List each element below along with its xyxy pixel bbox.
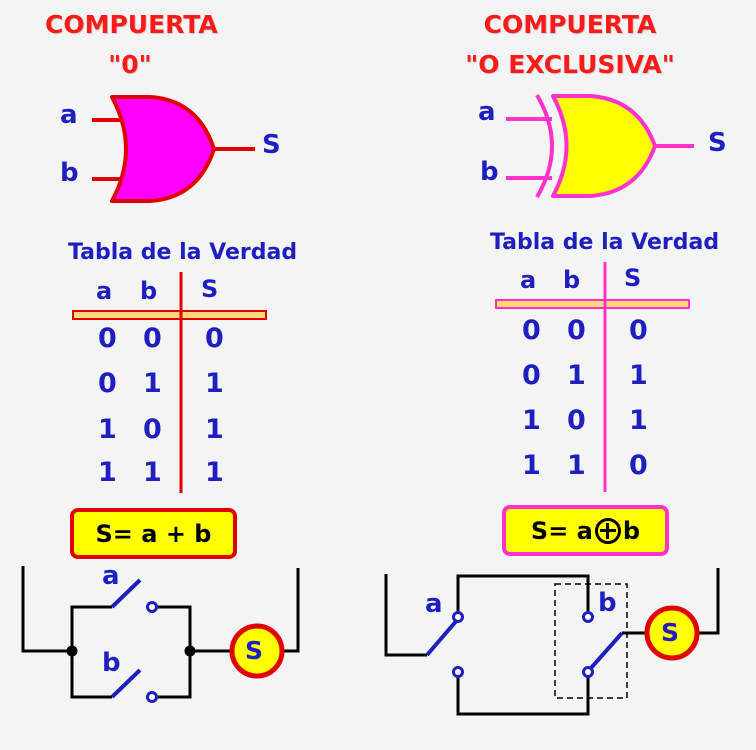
or-header-s: S: [201, 275, 219, 303]
xor-header-a: a: [520, 266, 537, 294]
xor-switch-b-contact-top: [582, 611, 594, 623]
or-cell-r1-b: 0: [143, 323, 162, 354]
or-header-b: b: [140, 277, 158, 305]
or-circuit-right-lead: [282, 568, 300, 653]
or-switch-b-contact: [146, 691, 158, 703]
xor-cell-r2-a: 0: [522, 360, 541, 391]
xor-switch-b-blade: [589, 631, 624, 670]
xor-table-lines: [495, 262, 690, 492]
xor-circuit-bottom-wire: [456, 672, 590, 716]
or-cell-r3-a: 1: [98, 414, 117, 445]
or-cell-r4-s: 1: [205, 457, 224, 488]
xor-switch-a-blade: [425, 617, 460, 657]
or-cell-r2-a: 0: [98, 368, 117, 399]
xor-header-b: b: [563, 266, 581, 294]
xor-cell-r2-s: 1: [629, 360, 648, 391]
or-circuit-top-right: [152, 605, 192, 651]
or-table-lines: [72, 272, 267, 493]
xor-switches: [425, 611, 624, 678]
or-cell-r4-a: 1: [98, 457, 117, 488]
or-cell-r4-b: 1: [143, 457, 162, 488]
or-switches: [110, 578, 158, 703]
or-circuit-switch-a-label: a: [102, 561, 120, 591]
xor-cell-r4-a: 1: [522, 450, 541, 481]
xor-circuit-top-wire: [456, 574, 590, 617]
xor-input-b-label: b: [480, 157, 499, 187]
or-input-b-label: b: [60, 158, 79, 188]
xor-cell-r4-b: 1: [567, 450, 586, 481]
or-switch-a-blade: [110, 578, 142, 609]
xor-switch-b-housing: [554, 583, 628, 699]
or-cell-r3-b: 0: [143, 414, 162, 445]
or-cell-r3-s: 1: [205, 414, 224, 445]
xor-gate-title-line1: COMPUERTA: [483, 10, 657, 39]
xor-input-a-label: a: [478, 97, 496, 127]
or-junction-right: [184, 645, 196, 657]
xor-cell-r2-b: 1: [567, 360, 586, 391]
xor-table-header-rule: [495, 299, 690, 309]
or-circuit-left-lead: [21, 566, 72, 653]
xor-cell-r1-s: 0: [629, 315, 648, 346]
or-gate-body: [110, 95, 216, 203]
or-circuit-branch-bottom: [70, 651, 112, 699]
or-cell-r1-a: 0: [98, 323, 117, 354]
xor-gate-body: [551, 94, 657, 198]
xor-formula-box: S= a b: [502, 505, 669, 556]
xor-switch-b-contact-bottom: [582, 666, 594, 678]
xor-cell-r4-s: 0: [629, 450, 648, 481]
xor-cell-r1-a: 0: [522, 315, 541, 346]
xor-circuit-right-lead: [697, 568, 720, 635]
xor-formula-rhs: b: [622, 516, 641, 545]
or-circuit-bottom-right: [152, 651, 192, 699]
or-lamp-label: S: [245, 636, 264, 665]
or-switch-a-contact: [146, 601, 158, 613]
xor-cell-r1-b: 0: [567, 315, 586, 346]
or-cell-r1-s: 0: [205, 323, 224, 354]
or-circuit-branch-top: [70, 605, 112, 651]
or-gate-title-line1: COMPUERTA: [45, 10, 218, 39]
xor-lamp: [644, 605, 700, 661]
xor-switch-a-contact-bottom: [452, 666, 464, 678]
or-circuit-switch-b-label: b: [102, 648, 121, 678]
or-input-a-label: a: [60, 100, 78, 130]
xor-cell-r3-b: 0: [567, 405, 586, 436]
xor-cell-r3-a: 1: [522, 405, 541, 436]
or-junction-left: [66, 645, 78, 657]
xor-output-label: S: [708, 128, 727, 158]
xor-gate-extra-arc: [535, 93, 554, 199]
xor-gate-symbol: [506, 93, 694, 199]
xor-gate-title-line2: "O EXCLUSIVA": [465, 50, 675, 79]
or-header-a: a: [96, 277, 113, 305]
or-switch-b-blade: [110, 668, 142, 699]
xor-lamp-label: S: [661, 618, 680, 647]
xor-operator-icon: [594, 517, 621, 544]
or-output-label: S: [262, 130, 281, 160]
xor-header-s: S: [624, 264, 642, 292]
or-table-title: Tabla de la Verdad: [68, 240, 298, 265]
or-lamp: [229, 623, 285, 679]
xor-formula-lhs: S= a: [530, 516, 593, 545]
or-formula-box: S= a + b: [70, 508, 237, 559]
xor-circuit-switch-b-label: b: [598, 588, 617, 618]
or-cell-r2-b: 1: [143, 368, 162, 399]
or-parallel-circuit: [21, 566, 300, 699]
xor-switch-a-contact-top: [452, 611, 464, 623]
xor-table-title: Tabla de la Verdad: [490, 230, 720, 255]
or-gate-symbol: [92, 95, 255, 203]
xor-circuit-switch-a-label: a: [425, 589, 443, 619]
xor-circuit-left-lead: [384, 574, 427, 657]
or-cell-r2-s: 1: [205, 368, 224, 399]
xor-cell-r3-s: 1: [629, 405, 648, 436]
or-gate-title-line2: "0": [108, 50, 152, 79]
or-table-header-rule: [72, 310, 267, 320]
or-formula-text: S= a + b: [95, 519, 212, 548]
xor-circuit: [384, 568, 720, 716]
